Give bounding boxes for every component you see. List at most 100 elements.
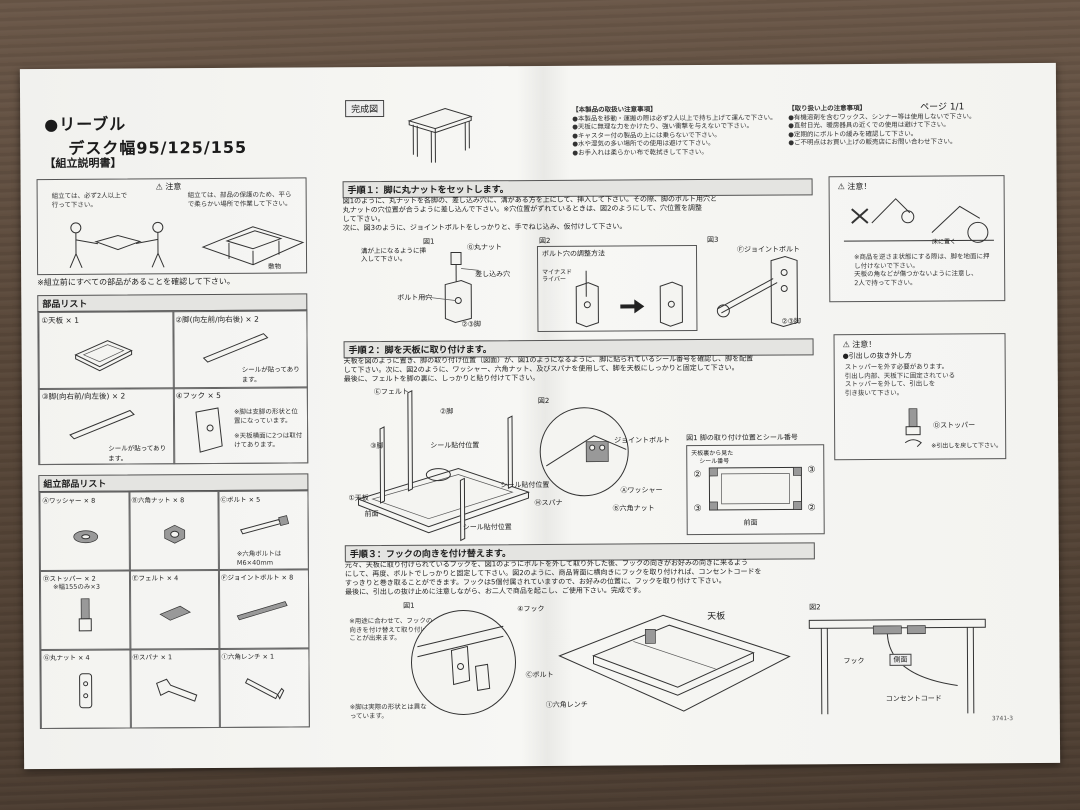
two-person-carry-illustration [58, 217, 178, 270]
step2-washer-label: Ⓐワッシャー [620, 486, 663, 495]
hardware-list-grid: Ⓐワッシャー × 8 Ⓑ六角ナット × 8 Ⓒボルト × 5 ※六角ボルトはM6… [38, 489, 310, 730]
hardware-label: Ⓘ六角レンチ × 1 [221, 652, 275, 661]
caution-note-a: 組立ては、必ず2人以上で行って下さい。 [51, 191, 128, 209]
hardware-label: Ⓕジョイントボルト × 8 [220, 573, 294, 582]
hardware-cell-b: Ⓑ六角ナット × 8 [128, 490, 220, 572]
step3-table-drawing [553, 594, 794, 725]
caution-right2-sub: ●引出しの抜き外し方 [842, 351, 912, 361]
step3-note2: ※脚は実際の形状とは異なっています。 [349, 702, 427, 720]
hardware-cell-e: Ⓔフェルト × 4 [128, 568, 221, 651]
step2-main-drawing [348, 388, 539, 539]
hex-wrench-drawing [244, 675, 284, 705]
step2-top-label: ①天板 [348, 494, 369, 503]
step3-side-view [807, 615, 988, 716]
step2-leg3-label: ③脚 [370, 441, 384, 451]
hardware-cell-h: Ⓗスパナ × 1 [129, 647, 221, 729]
step1-fig2-label: 図2 [538, 236, 551, 246]
step1-fig1-drawing [429, 248, 499, 326]
bolt-drawing [239, 516, 289, 540]
step2-line: 最後に、フェルトを脚の裏に、しっかりと貼り付けて下さい。 [343, 374, 540, 384]
instruction-sheet: ●リーブル デスク幅95/125/155 【組立説明書】 完成図 【本製品の取扱… [19, 62, 1061, 770]
joint-bolt-drawing [235, 598, 291, 622]
caution-box-right2: ⚠ 注意！ ●引出しの抜き外し方 ストッパーを外す必要があります。 引出し内部、… [833, 333, 1007, 461]
step2-joint-label: ジョイントボルト [614, 436, 671, 445]
caution-box-top: ⚠ 注意 組立ては、必ず2人以上で行って下さい。 組立ては、部品の保護のため、平… [36, 177, 308, 276]
hardware-label: Ⓓストッパー × 2 [42, 574, 96, 584]
floor-place-label: 床に置く [931, 238, 956, 246]
step3-hook-label: ④フック [517, 604, 545, 614]
pos-2-top: ② [693, 470, 702, 481]
caution-right1-text: ※商品を逆さま状態にする際は、脚を地面に押し付けないで下さい。 天板の角などが傷… [854, 252, 990, 287]
hardware-label: Ⓔフェルト × 4 [131, 574, 179, 583]
felt-drawing [158, 604, 192, 624]
step2-seal-label-3: シール貼付位置 [462, 523, 512, 532]
step2-fig-sub-label: 図1 脚の取り付け位置とシール番号 [686, 433, 798, 443]
caution-head: ⚠ 注意 [155, 182, 182, 192]
part-cell-2: ②脚(向左前/向右後) × 2 シールが貼ってあります。 [172, 310, 308, 390]
precautions-left: 【本製品の取扱い注意事項】 ●本製品を移動・運搬の際は必ず2人以上で持ち上げて運… [572, 105, 782, 157]
adjust-drawing [568, 266, 694, 327]
hardware-label: Ⓖ丸ナット × 4 [43, 653, 90, 663]
part-note: ※天板横面に2つは取付けてあります。 [234, 431, 303, 449]
stopper-removal-drawing [901, 407, 925, 453]
caution-box-right1: ⚠ 注意！ 床に置く ※商品を逆さま状態にする際は、脚を地面に押し付けないで下さ… [828, 175, 1006, 303]
title-line1: ●リーブル [44, 114, 127, 135]
washer-drawing [71, 527, 101, 547]
hardware-cell-i: Ⓘ六角レンチ × 1 [218, 647, 310, 728]
parts-list-grid: ①天板 × 1 ②脚(向左前/向右後) × 2 シールが貼ってあります。 ③脚(… [37, 309, 309, 466]
step1-fig3-label: 図3 [706, 235, 719, 244]
leg-position-top-view [707, 465, 803, 512]
step2-felt-label: Ⓔフェルト [373, 387, 409, 397]
parts-check-note: ※組立前にすべての部品があることを確認して下さい。 [37, 276, 235, 288]
footer-code: 3741-3 [991, 715, 1014, 723]
hardware-cell-a: Ⓐワッシャー × 8 [39, 491, 131, 573]
spanner-drawing [153, 675, 203, 705]
part-note: シールが貼ってあります。 [108, 444, 167, 463]
stopper-drawing [77, 599, 93, 635]
stopper-after-label: ※引出しを戻して下さい。 [931, 442, 1003, 450]
step1-fig1-label: 図1 [422, 237, 435, 246]
bolt-hole-label: ボルト用穴 [397, 293, 433, 302]
step2-fig-main-label: 図2 [537, 396, 550, 406]
step2-seal-label: シール貼付位置 [430, 441, 480, 450]
part-label: ①天板 × 1 [41, 315, 79, 326]
step3-zoom-circle [403, 606, 524, 719]
caution-right2-text: ストッパーを外す必要があります。 引出し内部、天板下に固定されている ストッパー… [844, 362, 956, 397]
part-cell-4: ④フック × 5 ※脚は支脚の形状と位置になっています。 ※天板横面に2つは取付… [172, 386, 309, 465]
pos-3-top: ③ [807, 465, 816, 476]
step2-nut-label: Ⓑ六角ナット [612, 504, 655, 513]
pos-2-bottom: ② [807, 503, 816, 514]
caution-right1-head: ⚠ 注意！ [837, 181, 872, 192]
step1-text: 図1のように、丸ナットを各脚の、差し込み穴に、溝がある方を上にして、挿入して下さ… [343, 194, 813, 233]
leg-position-diagram: 天板裏から見た シール番号 ② ③ ③ ② 前面 [686, 444, 825, 536]
hardware-label: Ⓑ六角ナット × 8 [131, 496, 185, 505]
product-title: ●リーブル デスク幅95/125/155 [44, 110, 247, 159]
precaution-line: ●直射日光、暖房器具の近くでの使用は避けて下さい。 [788, 120, 950, 130]
table-top-drawing [74, 336, 134, 376]
part-note: ※脚は支脚の形状と位置になっています。 [233, 407, 298, 425]
step3-cord-label: コンセントコード [885, 694, 942, 703]
part-cell-3: ③脚(向右前/向左後) × 2 シールが貼ってあります。 [38, 387, 176, 466]
kansei-label: 完成図 [345, 99, 385, 118]
hex-nut-drawing [160, 522, 190, 546]
seal-pos-label-2: シール番号 [699, 457, 730, 466]
step3-hook2-label: フック [843, 657, 865, 666]
step2-front-label: 前面 [364, 509, 379, 519]
no-floor-contact-illustration [844, 192, 994, 251]
page-number: ページ 1/1 [920, 102, 965, 113]
hardware-cell-g: Ⓖ丸ナット × 4 [40, 648, 132, 730]
step3-top-label: 天板 [707, 611, 726, 622]
leg-drawing [201, 332, 271, 362]
adjust-label: ボルト穴の調整方法 [541, 249, 606, 258]
step3-fig2-label: 図2 [809, 603, 821, 612]
hardware-label: Ⓒボルト × 5 [220, 495, 261, 504]
manual-subtitle: 【組立説明書】 [44, 156, 122, 171]
precaution-line: ●天板に無理な力をかけたり、強い衝撃を与えないで下さい。 [572, 121, 753, 131]
hardware-cell-f: Ⓕジョイントボルト × 8 [217, 568, 310, 650]
step3-side-label: 側面 [889, 653, 912, 666]
part-label: ④フック × 5 [175, 390, 221, 401]
floor-mat-illustration [203, 218, 303, 267]
step1-fig2-box: ボルト穴の調整方法 マイナスドライバー [536, 245, 698, 333]
part-label: ③脚(向右前/向左後) × 2 [41, 391, 126, 402]
step2-spanner-label: Ⓗスパナ [534, 498, 563, 508]
